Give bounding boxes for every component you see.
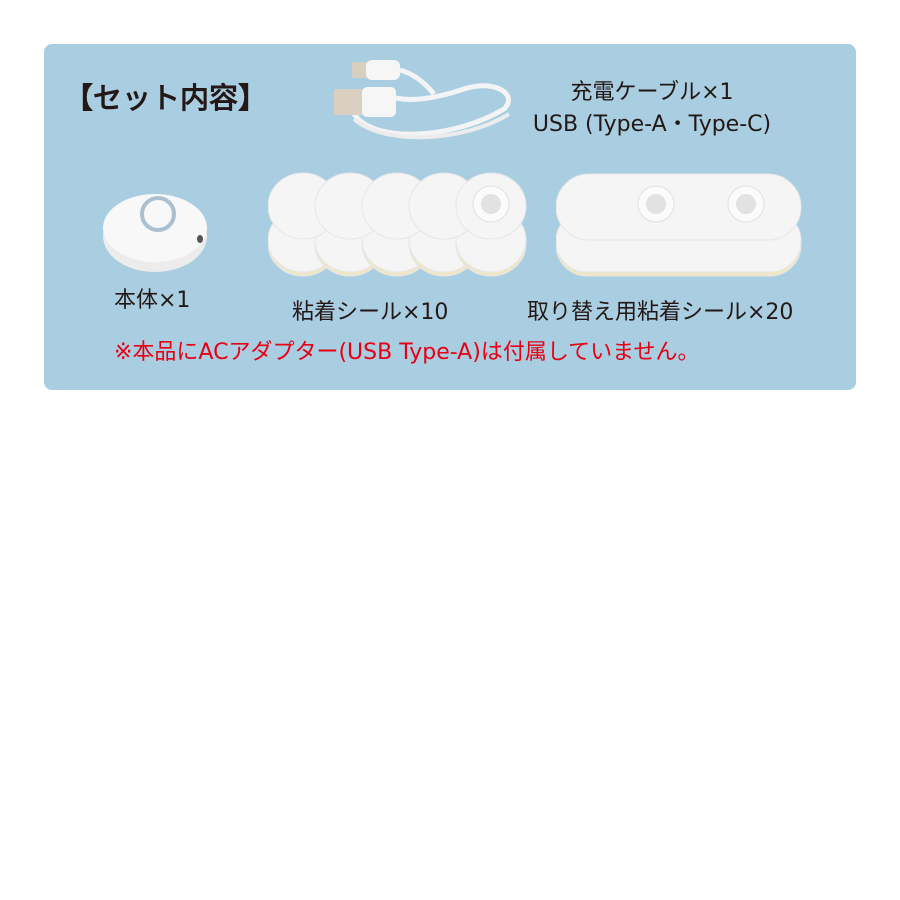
- cable-label-line1: 充電ケーブル×1: [570, 80, 734, 105]
- main-unit-image: [103, 194, 207, 272]
- ac-adapter-note: ※本品にACアダプター(USB Type-A)は付属していません。: [114, 340, 700, 365]
- main-unit-label: 本体×1: [114, 288, 191, 313]
- adhesive-seals-image: [268, 172, 527, 277]
- set-contents-panel: 【セット内容】 充電ケーブル×1 USB (Type-A・Type-C) 本体×…: [44, 44, 856, 390]
- cable-label: 充電ケーブル×1 USB (Type-A・Type-C): [492, 77, 812, 141]
- replacement-seals-label: 取り替え用粘着シール×20: [527, 300, 794, 325]
- replacement-seals-image: [556, 173, 802, 277]
- adhesive-seals-label: 粘着シール×10: [292, 300, 449, 325]
- cable-label-line2: USB (Type-A・Type-C): [532, 112, 772, 137]
- panel-title: 【セット内容】: [64, 81, 268, 115]
- usb-cable-image: [334, 60, 511, 140]
